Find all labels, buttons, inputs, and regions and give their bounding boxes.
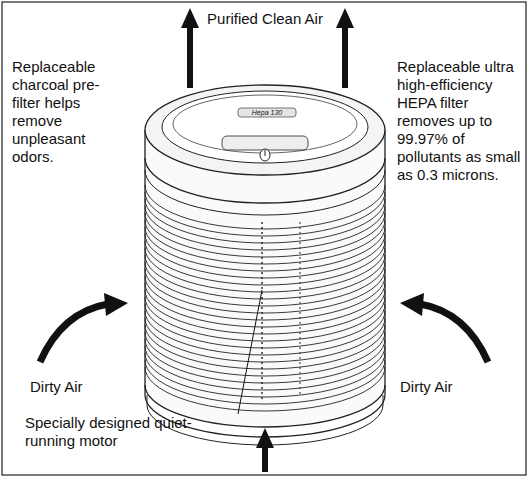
grille-line	[145, 255, 385, 299]
grille-line	[145, 311, 385, 355]
grille-line	[145, 304, 385, 348]
grille-line	[145, 192, 385, 236]
grille-line	[145, 360, 385, 404]
model-label: Hepa 130	[241, 108, 293, 117]
grille-line	[145, 325, 385, 369]
leader-line	[238, 290, 262, 414]
grille-line	[145, 346, 385, 390]
grille-line	[145, 318, 385, 362]
purifier-body	[145, 130, 385, 445]
grille-line	[145, 234, 385, 278]
grille-line	[145, 276, 385, 320]
badge	[238, 108, 296, 117]
grille-line	[145, 241, 385, 285]
grille-line	[145, 220, 385, 264]
airflow-label: Dirty Air	[30, 378, 120, 396]
caption-label: Purified Clean Air	[205, 10, 325, 28]
control-knob	[260, 149, 270, 161]
grille-line	[145, 353, 385, 397]
grille-line	[145, 248, 385, 292]
callout-label: Replaceable charcoal pre-filter helps re…	[12, 58, 124, 166]
purifier-top	[145, 85, 385, 175]
grille-line	[145, 227, 385, 271]
callout-label: Specially designed quiet-running motor	[25, 414, 200, 450]
grille-line	[145, 297, 385, 341]
grille-line	[145, 262, 385, 306]
grille-line	[145, 290, 385, 334]
grille-line	[145, 339, 385, 383]
grille-line	[145, 199, 385, 243]
grille-line	[145, 332, 385, 376]
grille-line	[145, 185, 385, 229]
airflow-label: Dirty Air	[400, 378, 490, 396]
grille-line	[145, 206, 385, 250]
callout-label: Replaceable ultra high-efficiency HEPA f…	[397, 58, 521, 184]
control-panel	[222, 136, 308, 150]
grille-line	[145, 283, 385, 327]
grille-line	[145, 269, 385, 313]
grille-line	[145, 367, 385, 411]
grille-line	[145, 213, 385, 257]
